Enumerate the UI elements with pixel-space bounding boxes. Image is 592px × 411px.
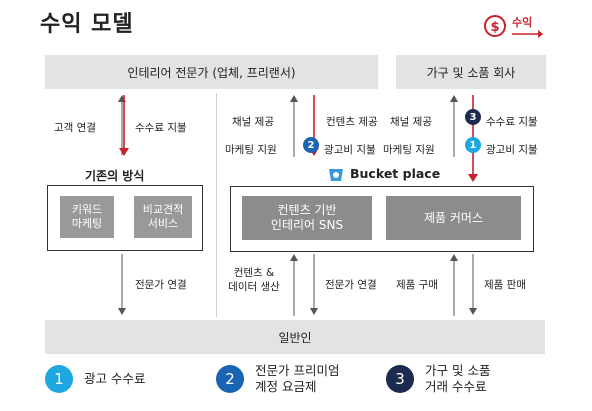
arrow-down-expert-connect-mid	[310, 254, 318, 315]
legend-badge-2: 2	[216, 365, 244, 393]
legend-badge-3-num: 3	[395, 370, 405, 388]
arrow-up-channel-right	[450, 95, 458, 157]
arrow-up-product-purchase	[450, 254, 458, 316]
label-channel-provide-right: 채널 제공	[390, 116, 432, 128]
box-keyword-line2: 마케팅	[71, 217, 103, 230]
badge-3-right: 3	[465, 109, 481, 125]
svg-text:$: $	[490, 20, 499, 35]
legend-text-2: 전문가 프리미엄 계정 요금제	[255, 363, 339, 395]
badge-2-mid: 2	[303, 137, 319, 153]
section-separator	[216, 93, 217, 317]
legend-text-3: 가구 및 소품 거래 수수료	[425, 363, 490, 395]
label-expert-connect-left: 전문가 연결	[135, 279, 187, 291]
bucketplace-name: Bucket place	[350, 166, 441, 181]
label-content-data-line2: 데이터 생산	[228, 281, 280, 293]
box-comparison-quote: 비교견적 서비스	[134, 196, 192, 238]
label-expert-connect-mid: 전문가 연결	[325, 279, 377, 291]
label-marketing-support-right: 마케팅 지원	[383, 144, 435, 156]
legend-text-3-line2: 거래 수수료	[425, 379, 487, 394]
legend-text-2-line1: 전문가 프리미엄	[255, 363, 340, 378]
revenue-arrow-icon	[512, 30, 543, 38]
header-interior-experts-label: 인테리어 전문가 (업체, 프리랜서)	[127, 65, 296, 80]
platform-frame	[230, 186, 534, 252]
header-furniture-companies: 가구 및 소품 회사	[396, 55, 546, 89]
label-product-purchase: 제품 구매	[396, 279, 438, 291]
arrow-down-fee-payment-left	[119, 95, 129, 156]
box-commerce-label: 제품 커머스	[423, 210, 483, 225]
box-keyword-line1: 키워드	[71, 203, 103, 216]
arrow-up-content-data	[290, 254, 298, 316]
label-content-data: 컨텐츠 & 데이터 생산	[224, 266, 284, 294]
revenue-legend: $ 수익	[484, 14, 544, 40]
box-sns-line1: 컨텐츠 기반	[277, 203, 337, 217]
legend-text-2-line2: 계정 요금제	[255, 379, 317, 394]
label-fee-payment-right: 수수료 지불	[486, 116, 538, 128]
arrow-down-expert-connect-left	[118, 254, 126, 315]
box-keyword-marketing: 키워드 마케팅	[60, 196, 114, 238]
label-channel-provide-mid: 채널 제공	[232, 116, 274, 128]
legend-text-3-line1: 가구 및 소품	[425, 363, 491, 378]
box-comparison-line1: 비교견적	[142, 203, 184, 216]
badge-3-right-num: 3	[469, 111, 477, 123]
revenue-legend-label: 수익	[512, 16, 533, 29]
arrow-up-channel-mid	[290, 95, 298, 157]
legend-text-1: 광고 수수료	[84, 371, 145, 387]
legend-badge-3: 3	[386, 365, 414, 393]
label-marketing-support-mid: 마케팅 지원	[225, 144, 277, 156]
label-content-data-line1: 컨텐츠 &	[233, 267, 275, 279]
legend-badge-1-num: 1	[54, 370, 64, 388]
badge-1-right-num: 1	[469, 139, 477, 151]
box-comparison-line2: 서비스	[147, 217, 179, 230]
dollar-icon: $	[484, 15, 506, 37]
header-general-users: 일반인	[45, 320, 545, 354]
legend-text-1-line1: 광고 수수료	[84, 371, 146, 386]
page-title: 수익 모델	[40, 12, 134, 37]
badge-1-right: 1	[465, 137, 481, 153]
label-fee-payment-left: 수수료 지불	[135, 122, 187, 134]
label-customer-connect: 고객 연결	[54, 122, 96, 134]
label-content-provide-mid: 컨텐츠 제공	[326, 116, 378, 128]
arrow-down-fee-right	[468, 95, 478, 182]
header-general-users-label: 일반인	[278, 330, 312, 345]
box-sns-line2: 인테리어 SNS	[270, 218, 344, 232]
bucketplace-logo-icon	[329, 169, 343, 181]
box-interior-sns: 컨텐츠 기반 인테리어 SNS	[242, 196, 372, 240]
label-ad-fee-right: 광고비 지불	[486, 144, 538, 156]
old-method-frame	[47, 185, 203, 251]
label-old-method: 기존의 방식	[85, 169, 145, 183]
box-product-commerce: 제품 커머스	[386, 196, 521, 240]
legend-badge-1: 1	[45, 365, 73, 393]
badge-2-mid-num: 2	[307, 139, 315, 151]
arrow-down-product-sale	[469, 254, 477, 315]
label-product-sale: 제품 판매	[484, 279, 526, 291]
header-interior-experts: 인테리어 전문가 (업체, 프리랜서)	[45, 55, 378, 89]
header-furniture-companies-label: 가구 및 소품 회사	[426, 65, 516, 80]
label-ad-fee-mid: 광고비 지불	[324, 144, 376, 156]
legend-badge-2-num: 2	[225, 370, 235, 388]
